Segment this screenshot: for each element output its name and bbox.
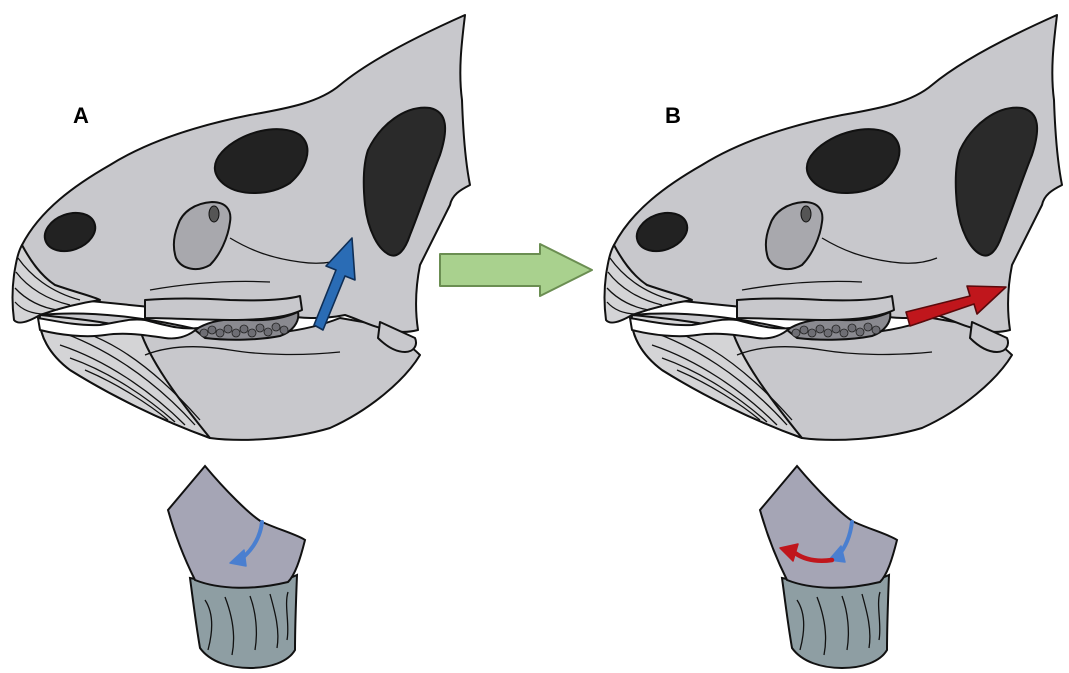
panel-a: A xyxy=(13,15,471,668)
panel-label-a: A xyxy=(73,103,89,128)
skull-illustration-b xyxy=(605,15,1063,440)
panel-label-b: B xyxy=(665,103,681,128)
tooth-diagram-b xyxy=(760,466,897,668)
tooth-crown-b xyxy=(760,466,897,588)
tooth-crown-a xyxy=(168,466,305,588)
panel-b: B xyxy=(605,15,1063,668)
tooth-root-b xyxy=(782,575,889,668)
transition-arrow xyxy=(440,244,592,296)
tooth-root-a xyxy=(190,575,297,668)
tooth-diagram-a xyxy=(168,466,305,668)
skull-illustration-a xyxy=(13,15,471,440)
